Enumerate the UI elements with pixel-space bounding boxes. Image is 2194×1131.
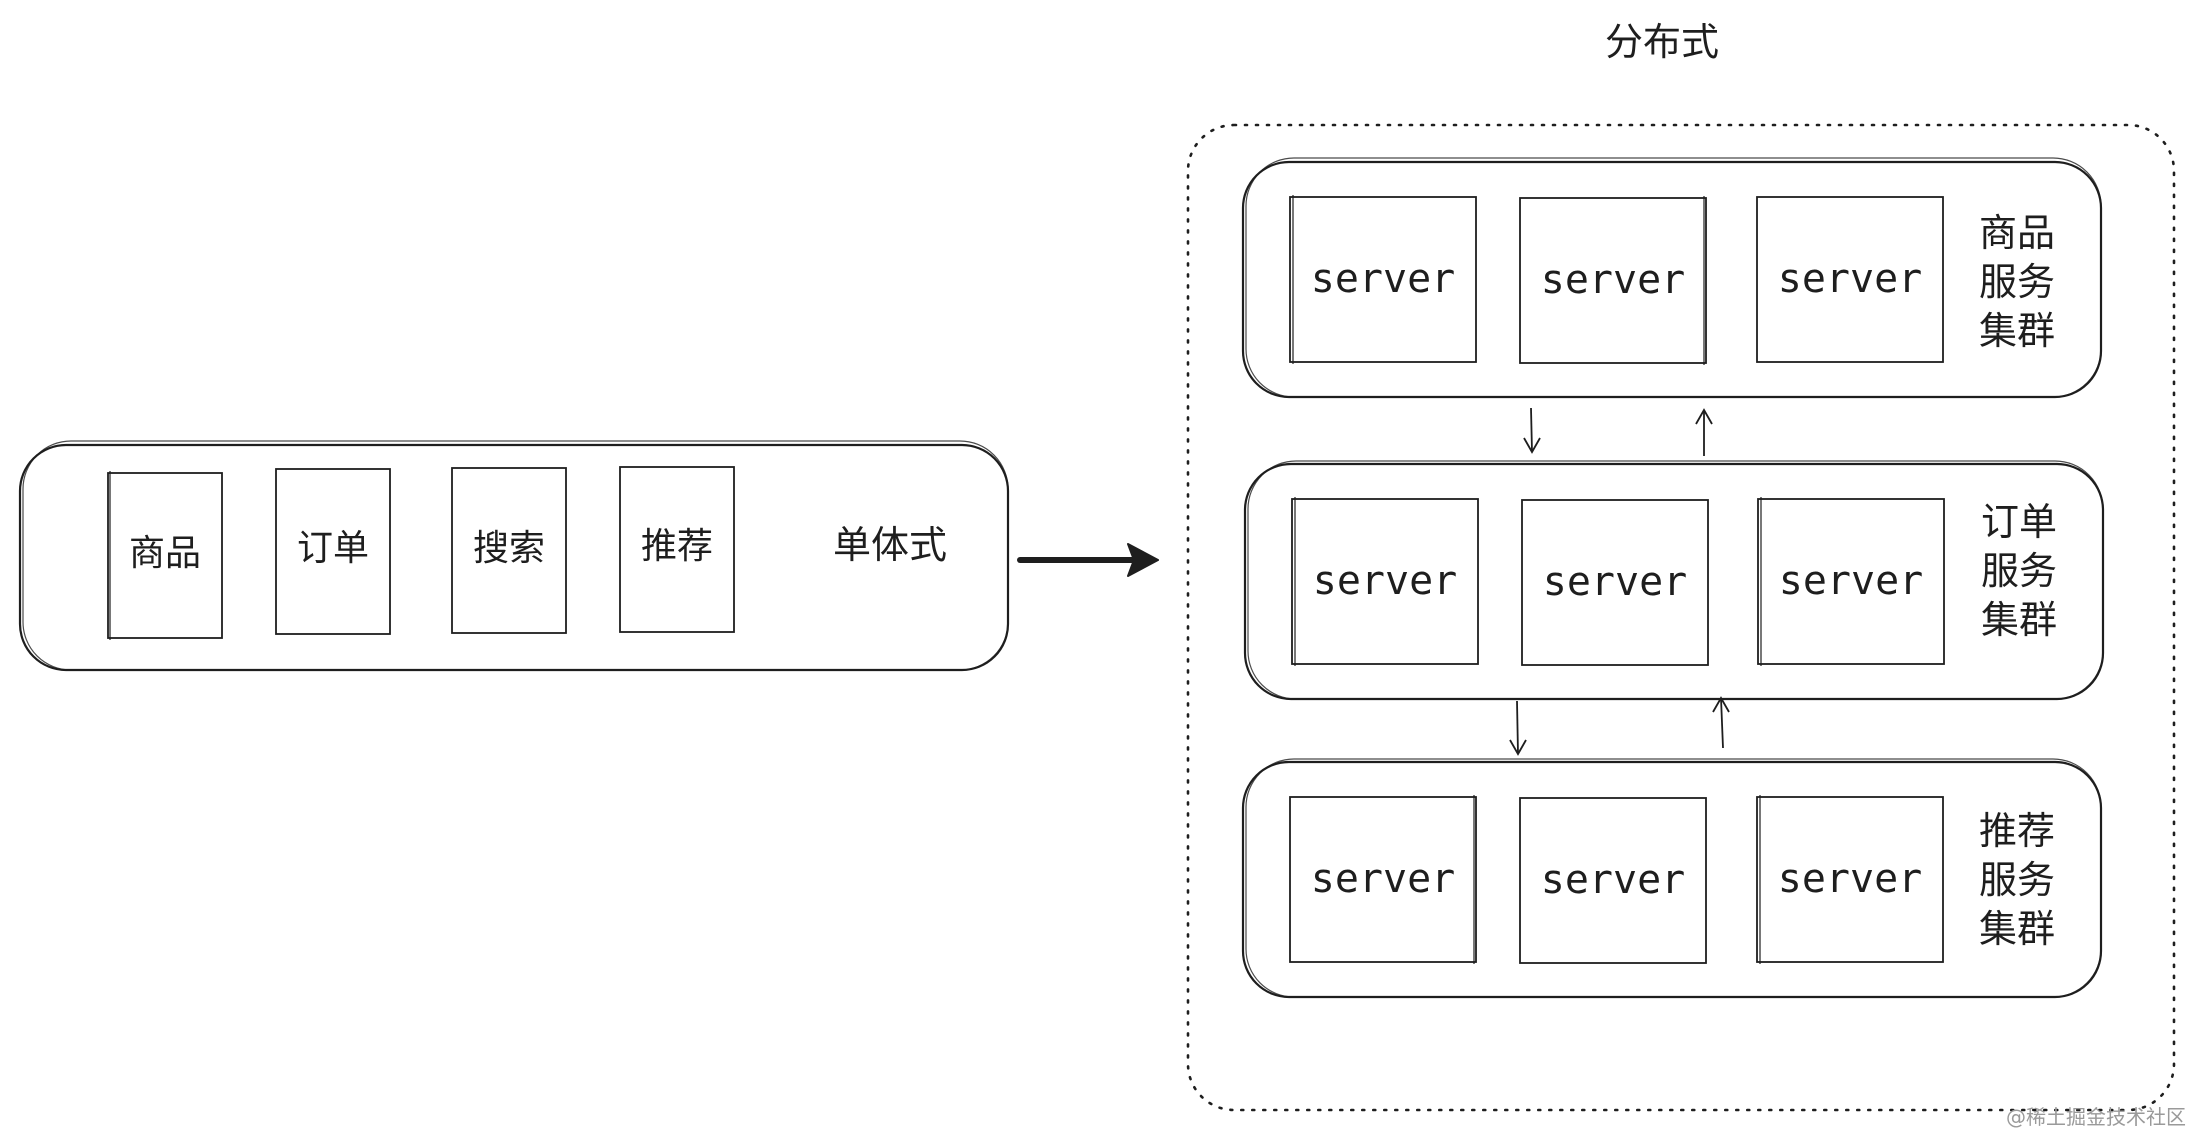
server-label: server: [1541, 857, 1686, 903]
server-box: server: [1519, 797, 1707, 964]
cluster-label-line: 集群: [1979, 309, 2055, 353]
watermark: @稀土掘金技术社区: [2006, 1105, 2186, 1129]
cluster-goods: server server server 商品 服务 集群: [1241, 157, 2103, 399]
module-box-search: 搜索: [451, 467, 567, 634]
module-box-recommend: 推荐: [619, 466, 735, 633]
distributed-container: [1186, 123, 2176, 1112]
module-label-order: 订单: [297, 528, 369, 569]
cluster-label-line: 商品: [1979, 211, 2055, 255]
arrow-down: [1509, 700, 1527, 756]
server-box: server: [1521, 499, 1709, 666]
server-label: server: [1779, 558, 1924, 604]
monolith-container: [18, 440, 1010, 672]
arrow-down: [1523, 407, 1541, 454]
module-label-recommend: 推荐: [641, 526, 713, 567]
server-label: server: [1541, 257, 1686, 303]
arrow-up: [1712, 696, 1730, 749]
server-box: server: [1756, 196, 1944, 363]
cluster-order: server server server 订单 服务 集群: [1243, 460, 2105, 701]
cluster-label-line: 服务: [1979, 858, 2055, 902]
server-label: server: [1778, 856, 1923, 902]
monolith-label: 单体式: [833, 523, 947, 567]
cluster-label-line: 服务: [1979, 260, 2055, 304]
server-box: server: [1756, 795, 1944, 964]
transform-arrow: [1017, 543, 1159, 577]
server-label: server: [1778, 256, 1923, 302]
module-label-goods: 商品: [129, 533, 201, 574]
cluster-label-line: 推荐: [1979, 809, 2055, 853]
cluster-label-line: 订单: [1981, 500, 2057, 544]
cluster-label-line: 集群: [1981, 598, 2057, 642]
server-box: server: [1757, 497, 1945, 666]
cluster-label-line: 集群: [1979, 907, 2055, 951]
server-box: server: [1289, 195, 1477, 364]
cluster-label-line: 服务: [1981, 549, 2057, 593]
cluster-recommend: server server server 推荐 服务 集群: [1241, 758, 2103, 999]
module-box-goods: 商品: [107, 471, 223, 640]
server-box: server: [1289, 795, 1477, 964]
server-label: server: [1313, 558, 1458, 604]
server-box: server: [1291, 497, 1479, 666]
distributed-title: 分布式: [1605, 20, 1719, 64]
server-label: server: [1543, 559, 1688, 605]
module-label-search: 搜索: [473, 528, 545, 569]
server-label: server: [1311, 256, 1456, 302]
server-box: server: [1519, 196, 1707, 365]
server-label: server: [1311, 856, 1456, 902]
module-box-order: 订单: [275, 468, 391, 635]
arrow-up: [1695, 408, 1713, 456]
